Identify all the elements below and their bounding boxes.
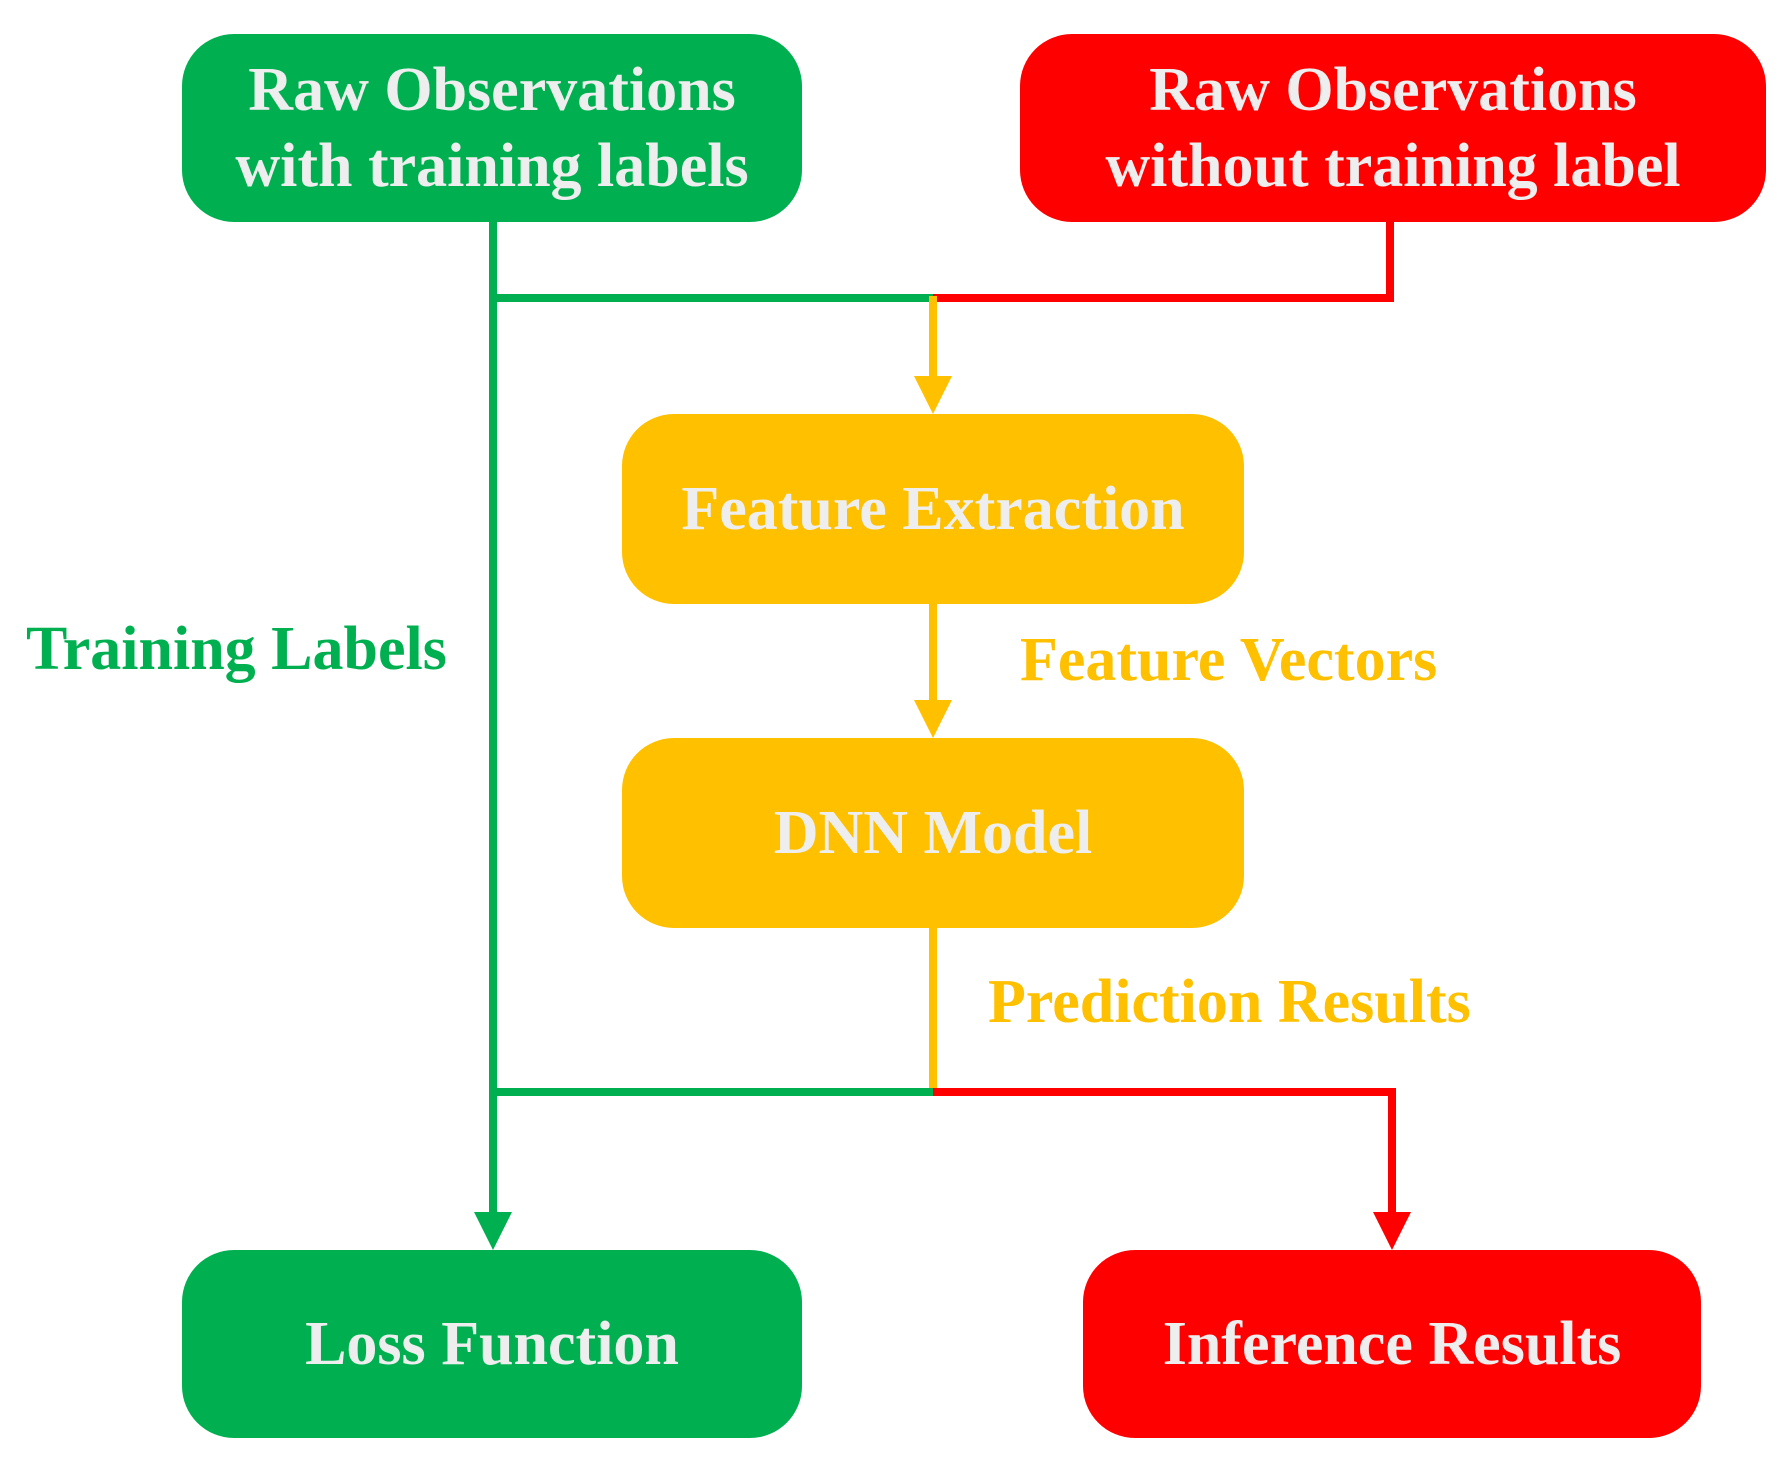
arrowhead-feature-extraction xyxy=(914,376,952,414)
arrowhead-inference-results xyxy=(1373,1212,1411,1250)
arrowhead-loss-function xyxy=(474,1212,512,1250)
node-inference-results: Inference Results xyxy=(1083,1250,1701,1438)
node-feature-extraction: Feature Extraction xyxy=(622,414,1244,604)
connector-prediction-to-inference xyxy=(933,1088,1396,1220)
edge-label-training-labels: Training Labels xyxy=(26,615,447,683)
node-dnn-model-label: DNN Model xyxy=(773,799,1093,867)
edge-label-feature-vectors: Feature Vectors xyxy=(1020,626,1438,694)
edge-label-prediction-results: Prediction Results xyxy=(988,968,1471,1036)
node-raw-observations-labeled-line2: with training labels xyxy=(235,132,749,200)
node-loss-function-label: Loss Function xyxy=(305,1310,679,1378)
node-raw-observations-unlabeled-line2: without training label xyxy=(1105,132,1681,200)
node-dnn-model: DNN Model xyxy=(622,738,1244,928)
node-loss-function: Loss Function xyxy=(182,1250,802,1438)
node-raw-observations-unlabeled-line1: Raw Observations xyxy=(1149,56,1637,124)
node-raw-observations-labeled-line1: Raw Observations xyxy=(248,56,736,124)
node-raw-observations-labeled: Raw Observations with training labels xyxy=(182,34,802,222)
node-raw-observations-unlabeled: Raw Observations without training label xyxy=(1020,34,1766,222)
node-inference-results-label: Inference Results xyxy=(1162,1310,1622,1378)
connector-unlabeled-to-junction xyxy=(933,222,1394,302)
node-feature-extraction-label: Feature Extraction xyxy=(681,475,1185,543)
arrowhead-dnn-model xyxy=(914,700,952,738)
